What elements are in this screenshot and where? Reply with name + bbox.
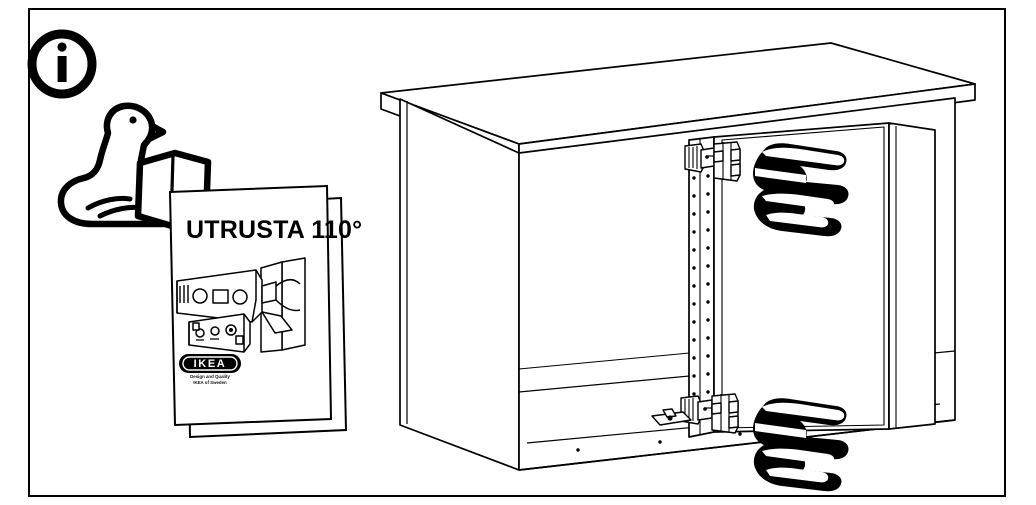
booklet-title: UTRUSTA 110° — [186, 216, 363, 244]
ikea-tagline-line-1: Design and Quality — [190, 374, 230, 379]
ikea-tagline: Design and Quality IKEA of Sweden — [176, 374, 244, 386]
page-border — [28, 8, 1006, 497]
ikea-logo-text: IKEA — [193, 358, 227, 370]
cabinet-illustration — [380, 42, 976, 471]
top-pointing-hand — [753, 143, 849, 237]
bottom-hinge — [651, 393, 739, 434]
bottom-pointing-hand — [753, 398, 849, 492]
cabinet-hinge-and-mounting-plate-icon — [176, 257, 306, 353]
information-circle-icon — [27, 29, 97, 99]
ikea-logo — [179, 354, 241, 373]
ikea-tagline-line-2: IKEA of Sweden — [193, 380, 227, 385]
top-hinge — [684, 141, 741, 182]
